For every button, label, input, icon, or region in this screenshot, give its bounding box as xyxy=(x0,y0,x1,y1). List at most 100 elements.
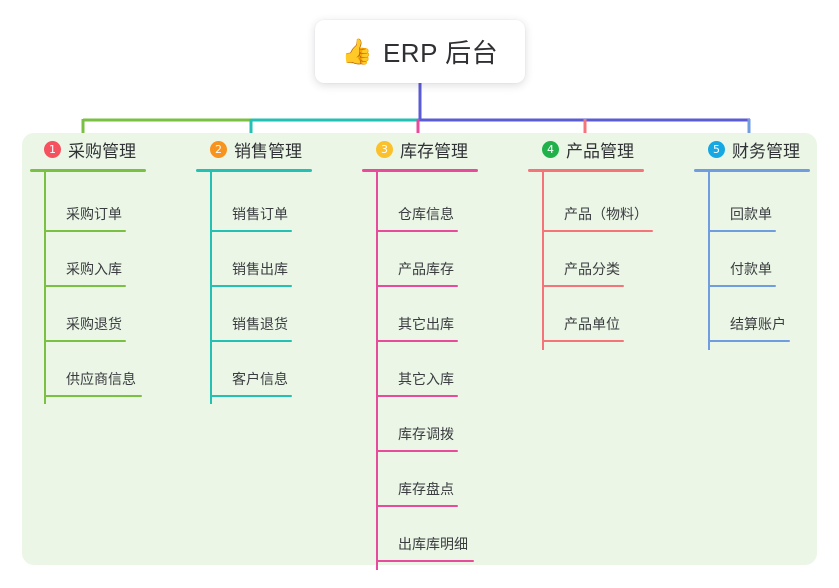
branch-item[interactable]: 出库库明细 xyxy=(362,516,522,571)
branch-item[interactable]: 库存调拨 xyxy=(362,406,522,461)
branch-header[interactable]: 1 采购管理 xyxy=(30,133,180,165)
branch-item-underline xyxy=(44,340,126,342)
branch-item[interactable]: 供应商信息 xyxy=(30,351,180,406)
branch-number-badge: 3 xyxy=(376,140,393,158)
branch-underline xyxy=(196,169,312,172)
branch-item-label: 库存盘点 xyxy=(398,481,454,497)
branch-item-underline xyxy=(376,450,458,452)
branch-column: 2 销售管理销售订单销售出库销售退货客户信息 xyxy=(196,133,346,406)
branch-items: 产品（物料） 产品分类产品单位 xyxy=(528,172,688,351)
branch-items: 采购订单采购入库采购退货供应商信息 xyxy=(30,172,180,406)
branch-item[interactable]: 库存盘点 xyxy=(362,461,522,516)
branch-item-label: 采购订单 xyxy=(66,206,122,222)
branch-item-label: 供应商信息 xyxy=(66,371,136,387)
branch-label: 采购管理 xyxy=(68,141,136,161)
branch-number-badge: 1 xyxy=(44,140,61,158)
branch-column: 3 库存管理仓库信息产品库存其它出库其它入库库存调拨库存盘点出库库明细 xyxy=(362,133,522,571)
branch-item[interactable]: 产品单位 xyxy=(528,296,688,351)
branch-header[interactable]: 2 销售管理 xyxy=(196,133,346,165)
branch-spine xyxy=(542,172,544,350)
branch-item-underline xyxy=(376,505,458,507)
branch-item[interactable]: 结算账户 xyxy=(694,296,839,351)
root-node[interactable]: 👍 ERP 后台 xyxy=(315,20,525,83)
branch-item-label: 仓库信息 xyxy=(398,206,454,222)
branch-header[interactable]: 3 库存管理 xyxy=(362,133,522,165)
branch-item-underline xyxy=(210,340,292,342)
branch-item-label: 付款单 xyxy=(730,261,772,277)
branch-underline xyxy=(362,169,478,172)
branch-label: 库存管理 xyxy=(400,141,468,161)
branch-item[interactable]: 其它入库 xyxy=(362,351,522,406)
branch-item[interactable]: 产品分类 xyxy=(528,241,688,296)
branch-spine xyxy=(44,172,46,404)
branch-item[interactable]: 采购退货 xyxy=(30,296,180,351)
branch-header[interactable]: 5 财务管理 xyxy=(694,133,839,165)
branch-item[interactable]: 销售订单 xyxy=(196,186,346,241)
branches-panel xyxy=(22,133,817,565)
branch-item-underline xyxy=(708,230,776,232)
branch-item[interactable]: 付款单 xyxy=(694,241,839,296)
branch-item-underline xyxy=(210,285,292,287)
branch-item-label: 销售订单 xyxy=(232,206,288,222)
branch-item-underline xyxy=(542,230,653,232)
branch-item-underline xyxy=(44,230,126,232)
branch-item-underline xyxy=(542,285,624,287)
branch-column: 5 财务管理回款单付款单结算账户 xyxy=(694,133,839,351)
branch-item[interactable]: 客户信息 xyxy=(196,351,346,406)
branch-items: 销售订单销售出库销售退货客户信息 xyxy=(196,172,346,406)
branch-column: 1 采购管理采购订单采购入库采购退货供应商信息 xyxy=(30,133,180,406)
branch-item-label: 产品库存 xyxy=(398,261,454,277)
root-title: ERP 后台 xyxy=(382,38,499,68)
branch-item-underline xyxy=(210,395,292,397)
branch-item-label: 采购入库 xyxy=(66,261,122,277)
branch-item-label: 其它出库 xyxy=(398,316,454,332)
branch-item[interactable]: 回款单 xyxy=(694,186,839,241)
branch-item[interactable]: 仓库信息 xyxy=(362,186,522,241)
branch-item-underline xyxy=(542,340,624,342)
branch-spine xyxy=(708,172,710,350)
branch-item-underline xyxy=(376,340,458,342)
branch-item[interactable]: 产品（物料） xyxy=(528,186,688,241)
thumbs-up-icon: 👍 xyxy=(341,37,373,66)
branch-item-label: 客户信息 xyxy=(232,371,288,387)
branch-item-label: 销售退货 xyxy=(232,316,288,332)
branch-number-badge: 2 xyxy=(210,140,227,158)
branch-item[interactable]: 其它出库 xyxy=(362,296,522,351)
branch-label: 财务管理 xyxy=(732,141,800,161)
branch-item[interactable]: 采购订单 xyxy=(30,186,180,241)
branch-item-underline xyxy=(708,285,776,287)
branch-columns: 1 采购管理采购订单采购入库采购退货供应商信息 2 销售管理销售订单销售出库销售退货客… xyxy=(0,133,839,570)
branch-spine xyxy=(376,172,378,570)
branch-item-underline xyxy=(376,285,458,287)
branch-number-badge: 4 xyxy=(542,140,559,158)
branch-underline xyxy=(528,169,644,172)
branch-item-underline xyxy=(376,230,458,232)
branch-item-underline xyxy=(210,230,292,232)
branch-item-label: 销售出库 xyxy=(232,261,288,277)
branch-underline xyxy=(694,169,810,172)
branch-item-label: 其它入库 xyxy=(398,371,454,387)
branch-item-underline xyxy=(44,395,142,397)
branch-item-label: 出库库明细 xyxy=(398,536,468,552)
branch-number-badge: 5 xyxy=(708,140,725,158)
branch-item[interactable]: 采购入库 xyxy=(30,241,180,296)
branch-item-label: 采购退货 xyxy=(66,316,122,332)
branch-item-label: 产品分类 xyxy=(564,261,620,277)
branch-items: 回款单付款单结算账户 xyxy=(694,172,839,351)
branch-item[interactable]: 产品库存 xyxy=(362,241,522,296)
branch-item[interactable]: 销售退货 xyxy=(196,296,346,351)
branch-item-underline xyxy=(708,340,790,342)
branch-spine xyxy=(210,172,212,404)
branch-item-label: 产品单位 xyxy=(564,316,620,332)
branch-item-underline xyxy=(376,560,474,562)
branch-item-label: 回款单 xyxy=(730,206,772,222)
branch-label: 销售管理 xyxy=(234,141,302,161)
branch-item[interactable]: 销售出库 xyxy=(196,241,346,296)
branch-item-underline xyxy=(376,395,458,397)
branch-item-label: 结算账户 xyxy=(730,316,786,332)
branch-item-label: 库存调拨 xyxy=(398,426,454,442)
